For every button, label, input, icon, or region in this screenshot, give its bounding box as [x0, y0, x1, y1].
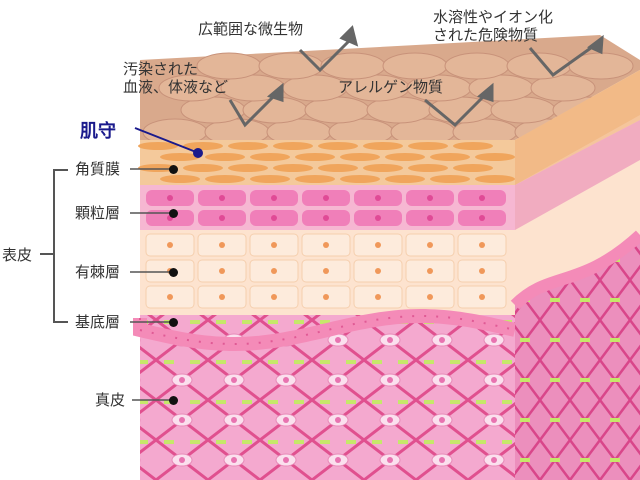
spinous-nucleus	[375, 268, 381, 274]
corneum-cell	[453, 142, 493, 150]
spinous-nucleus	[479, 242, 485, 248]
corneum-cell	[340, 175, 380, 183]
granular-nucleus	[479, 215, 485, 221]
corneum-cell	[250, 175, 290, 183]
epidermis-bracket	[40, 169, 68, 323]
barrier-pointer	[134, 127, 203, 158]
spinous-nucleus	[427, 294, 433, 300]
spinous-nucleus	[427, 242, 433, 248]
spinous-nucleus	[479, 268, 485, 274]
label-pollutants: 汚染された 血液、体液など	[123, 60, 229, 96]
granulosum-dot	[169, 209, 178, 218]
granular-nucleus	[375, 215, 381, 221]
spinous-nucleus	[375, 242, 381, 248]
label-allergens: アレルゲン物質	[338, 78, 444, 96]
granular-nucleus	[167, 195, 173, 201]
spinous-nucleus	[375, 294, 381, 300]
corneum-cell	[295, 153, 335, 161]
corneum-cell	[183, 142, 223, 150]
corneum-cell	[475, 175, 515, 183]
label-stratum-spinosum: 有棘層	[75, 263, 121, 281]
spinous-nucleus	[219, 268, 225, 274]
corneum-cell	[295, 175, 335, 183]
spinous-nucleus	[427, 268, 433, 274]
corneum-cell	[205, 175, 245, 183]
spinous-nucleus	[271, 268, 277, 274]
stratum-corneum-layer	[138, 140, 515, 185]
barrier-label: 肌守	[80, 121, 116, 142]
corneum-cell	[385, 153, 425, 161]
spinous-nucleus	[167, 242, 173, 248]
label-broad-microbes: 広範囲な微生物	[198, 20, 304, 38]
granular-nucleus	[427, 195, 433, 201]
granular-nucleus	[323, 215, 329, 221]
granular-nucleus	[323, 195, 329, 201]
label-stratum-basale: 基底層	[75, 313, 121, 331]
corneum-cell	[138, 164, 178, 172]
surface-bump	[382, 52, 448, 80]
threat-arrows	[228, 25, 604, 128]
spinous-nucleus	[271, 294, 277, 300]
corneum-cell	[273, 164, 313, 172]
label-stratum-corneum: 角質膜	[75, 160, 121, 178]
spinous-nucleus	[167, 294, 173, 300]
corneum-cell	[318, 164, 358, 172]
spinous-nucleus	[479, 294, 485, 300]
surface-bump	[444, 52, 510, 80]
surface-bump	[320, 52, 386, 80]
spinosum-dot	[169, 268, 178, 277]
granular-nucleus	[219, 215, 225, 221]
corneum-cell	[183, 164, 223, 172]
stratum-spinosum-layer	[140, 230, 515, 330]
label-dermis: 真皮	[95, 391, 126, 409]
corneum-dot	[169, 165, 178, 174]
granular-nucleus	[375, 195, 381, 201]
granular-nucleus	[271, 195, 277, 201]
corneum-cell	[430, 153, 470, 161]
dermis-dot	[169, 396, 178, 405]
label-water-soluble: 水溶性やイオン化 された危険物質	[433, 8, 554, 44]
granular-nucleus	[271, 215, 277, 221]
granular-nucleus	[219, 195, 225, 201]
layer-pointers	[130, 168, 172, 401]
corneum-cell	[160, 153, 200, 161]
granular-nucleus	[427, 215, 433, 221]
corneum-cell	[340, 153, 380, 161]
spinous-nucleus	[323, 268, 329, 274]
corneum-cell	[385, 175, 425, 183]
corneum-cell	[408, 164, 448, 172]
corneum-cell	[250, 153, 290, 161]
corneum-cell	[228, 142, 268, 150]
granular-nucleus	[479, 195, 485, 201]
corneum-cell	[160, 175, 200, 183]
corneum-cell	[363, 142, 403, 150]
stratum-basale-layer	[133, 309, 517, 351]
label-stratum-granulosum: 顆粒層	[75, 204, 121, 222]
corneum-cell	[205, 153, 245, 161]
skin-surface	[140, 35, 640, 146]
spinous-nucleus	[219, 242, 225, 248]
corneum-cell	[430, 175, 470, 183]
corneum-cell	[318, 142, 358, 150]
spinous-nucleus	[323, 294, 329, 300]
spinous-nucleus	[323, 242, 329, 248]
corneum-cell	[273, 142, 313, 150]
spinous-nucleus	[219, 294, 225, 300]
corneum-cell	[363, 164, 403, 172]
epidermis-label: 表皮	[2, 246, 33, 264]
corneum-cell	[453, 164, 493, 172]
spinous-nucleus	[271, 242, 277, 248]
basale-dot	[169, 318, 178, 327]
corneum-cell	[475, 153, 515, 161]
corneum-cell	[228, 164, 268, 172]
corneum-cell	[138, 142, 178, 150]
corneum-cell	[408, 142, 448, 150]
side-face	[510, 70, 640, 480]
stratum-granulosum-layer	[140, 185, 515, 230]
